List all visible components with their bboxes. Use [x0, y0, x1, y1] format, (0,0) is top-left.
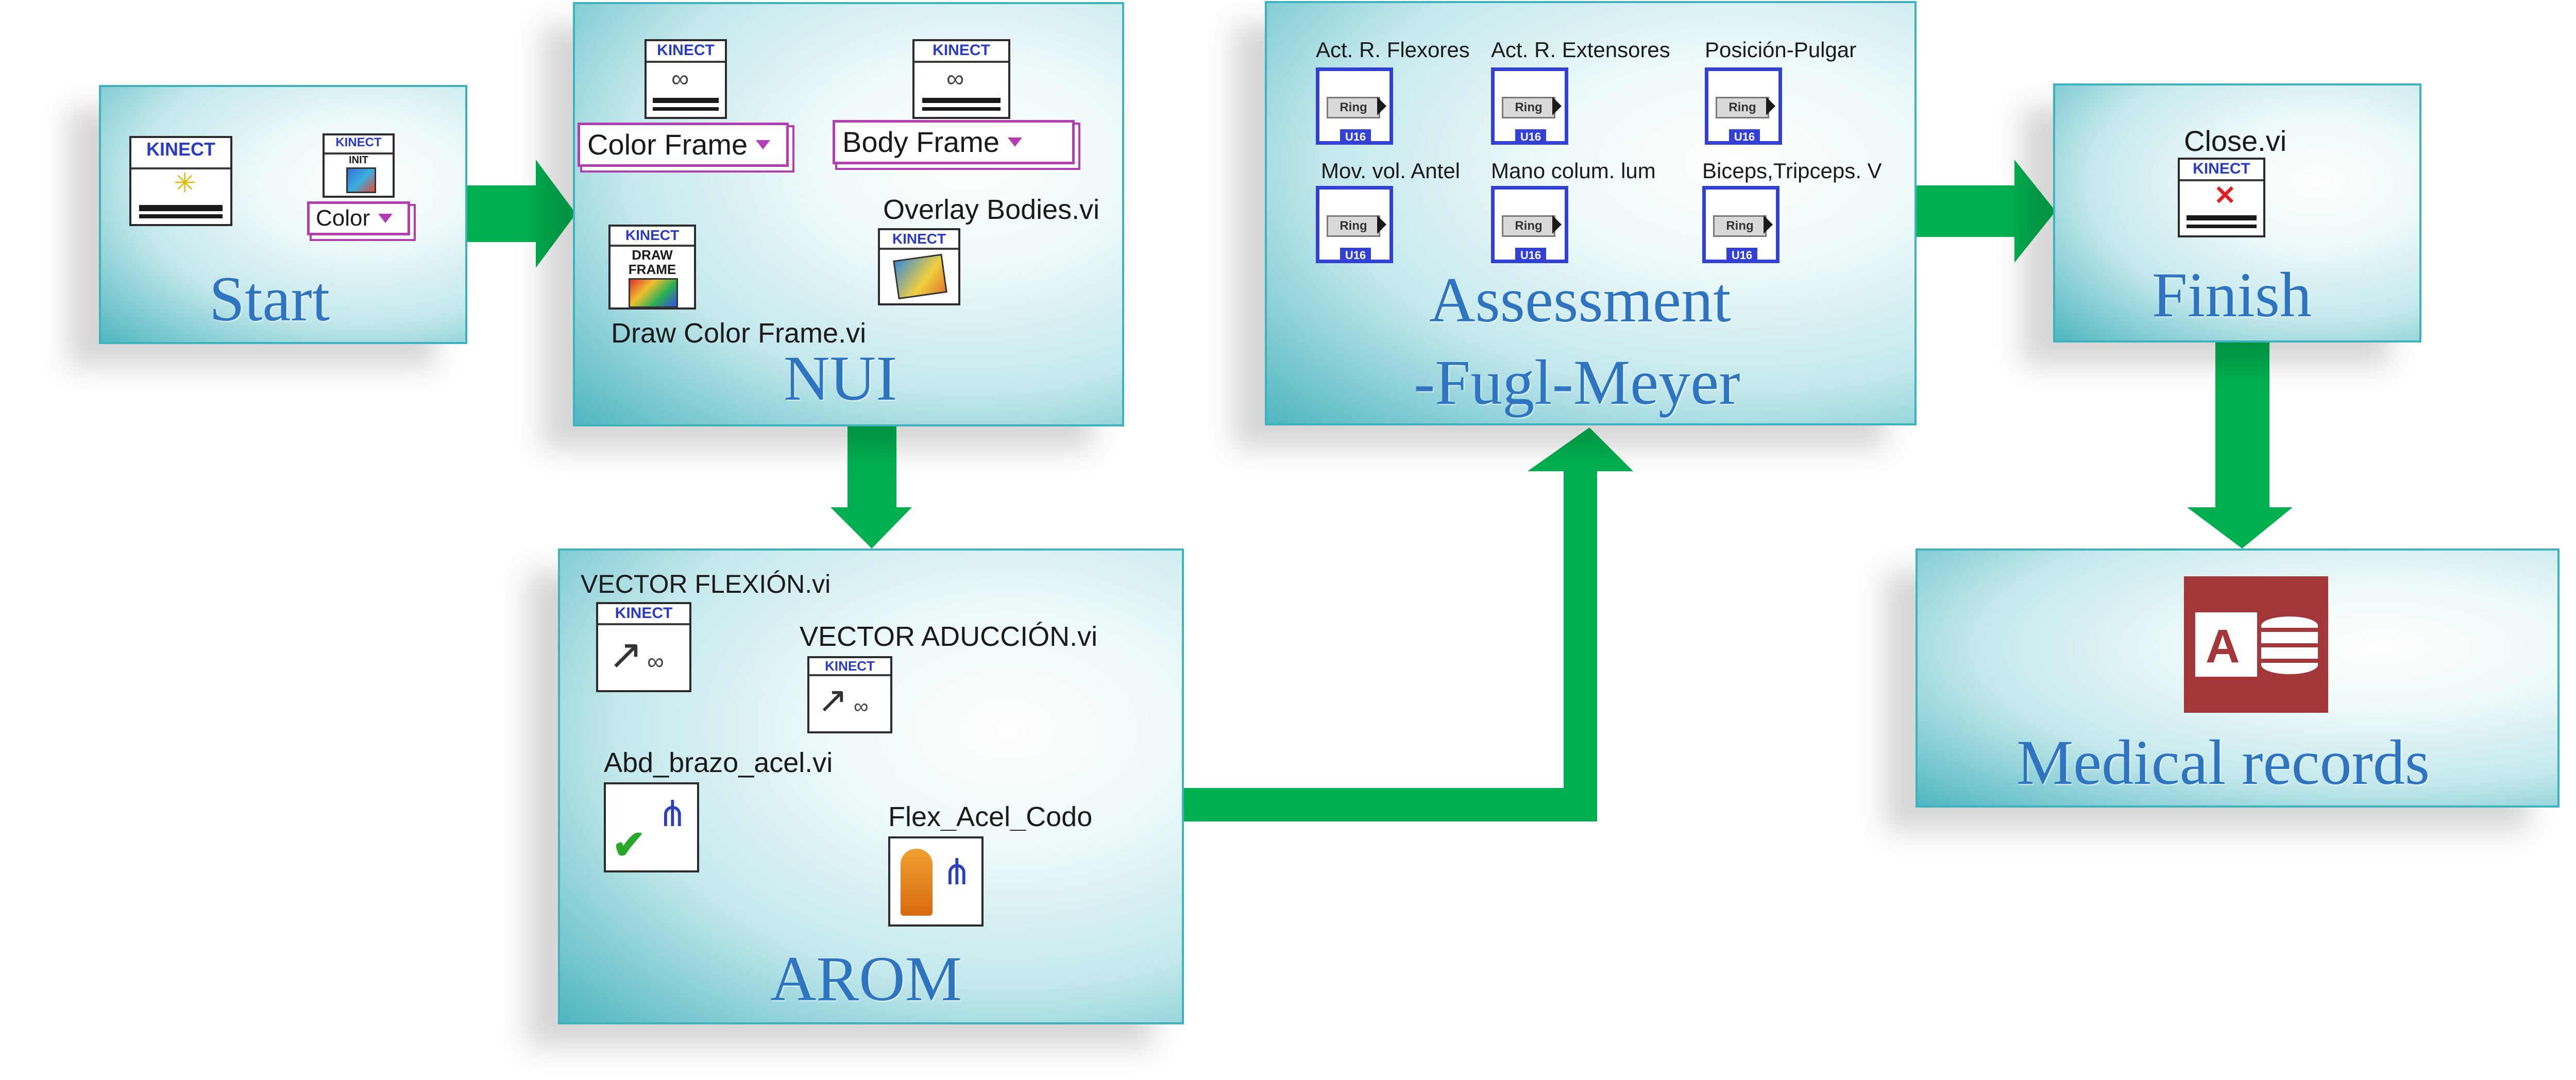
arrow-finish-to-records: [2187, 340, 2293, 548]
finish-title: Finish: [2152, 260, 2312, 330]
check-icon: ✔: [612, 822, 646, 867]
ring-label-mano-colum: Mano colum. lum: [1491, 159, 1656, 183]
access-database-icon[interactable]: A: [2184, 576, 2328, 713]
overlay-bodies-icon[interactable]: KINECT: [878, 228, 960, 305]
draw-color-frame-label: Draw Color Frame.vi: [611, 318, 867, 349]
assessment-title-line2: -Fugl-Meyer: [1414, 347, 1740, 418]
glasses-icon: ∞: [647, 648, 664, 675]
vector-icon: ↗: [608, 631, 643, 677]
ring-label-act-flexores: Act. R. Flexores: [1316, 38, 1470, 62]
ring-label-biceps: Biceps,Tripceps. V: [1702, 159, 1882, 183]
assessment-title-line1: Assessment: [1429, 265, 1731, 335]
abd-brazo-icon[interactable]: ✔ ⋔: [604, 782, 699, 872]
arrow-arom-to-assessment: [1182, 427, 1633, 821]
glasses-icon: ∞: [946, 65, 964, 93]
color-frame-icon: [629, 278, 678, 308]
medical-records-panel: A Medical records: [1916, 548, 2560, 808]
assessment-panel: Act. R. Flexores Act. R. Extensores Posi…: [1265, 1, 1917, 425]
ring-label-mov-vol: Mov. vol. Antel: [1321, 159, 1461, 183]
chevron-down-icon: [1008, 138, 1022, 147]
glasses-icon: ∞: [671, 65, 689, 93]
vector-aduccion-icon[interactable]: KINECT ↗ ∞: [807, 656, 892, 733]
color-frame-dropdown[interactable]: Color Frame: [578, 123, 789, 167]
kinect-init-icon: KINECT INIT: [323, 133, 395, 198]
glasses-icon: ∞: [854, 695, 869, 718]
starburst-icon: ✳: [174, 168, 196, 198]
node-tree-icon: ⋔: [657, 794, 688, 834]
vector-icon: ↗: [818, 680, 848, 720]
draw-color-frame-icon[interactable]: KINECT DRAW FRAME: [608, 225, 696, 310]
arom-title: AROM: [770, 944, 962, 1014]
finish-panel: Close.vi KINECT ✕ Finish: [2053, 83, 2421, 342]
start-title: Start: [209, 264, 330, 334]
flex-acel-label: Flex_Acel_Codo: [888, 803, 1093, 831]
vector-aduccion-label: VECTOR ADUCCIÓN.vi: [800, 621, 1098, 652]
color-dropdown[interactable]: Color: [307, 201, 410, 235]
arom-panel: VECTOR FLEXIÓN.vi KINECT ↗ ∞ VECTOR ADUC…: [558, 548, 1184, 1024]
chevron-down-icon: [378, 214, 393, 223]
node-tree-icon: ⋔: [942, 852, 972, 892]
arrow-start-to-nui: [466, 160, 576, 268]
database-icon: [2261, 616, 2318, 674]
nui-panel: KINECT ∞ Color Frame KINECT ∞ Body Frame…: [573, 2, 1124, 426]
kinect-start-icon: KINECT ✳: [129, 136, 232, 226]
medical-records-title: Medical records: [2016, 727, 2430, 798]
chevron-down-icon: [756, 140, 771, 149]
kinect-close-icon[interactable]: KINECT ✕: [2178, 158, 2265, 237]
vector-flexion-icon[interactable]: KINECT ↗ ∞: [596, 602, 691, 692]
abd-brazo-label: Abd_brazo_acel.vi: [604, 747, 833, 778]
start-panel: KINECT ✳ KINECT INIT Color Start: [99, 85, 467, 344]
flex-acel-icon[interactable]: ⋔: [888, 836, 984, 927]
overlay-image-icon: [893, 253, 947, 300]
person-icon: [901, 849, 933, 916]
arrow-nui-to-arom: [831, 426, 912, 548]
arrow-assessment-to-finish: [1917, 160, 2056, 263]
vector-flexion-label: VECTOR FLEXIÓN.vi: [581, 570, 831, 598]
nui-title: NUI: [784, 343, 897, 414]
body-frame-dropdown[interactable]: Body Frame: [833, 120, 1075, 164]
kinect-body-source-icon: KINECT ∞: [912, 39, 1010, 119]
image-icon: [346, 167, 376, 193]
kinect-color-source-icon: KINECT ∞: [645, 39, 727, 119]
close-icon: ✕: [2214, 181, 2236, 211]
overlay-bodies-label: Overlay Bodies.vi: [883, 194, 1100, 225]
ring-label-posicion-pulgar: Posición-Pulgar: [1705, 38, 1857, 62]
close-vi-label: Close.vi: [2184, 125, 2287, 157]
ring-label-act-extensores: Act. R. Extensores: [1491, 38, 1670, 62]
access-letter-tile: [2195, 612, 2257, 677]
